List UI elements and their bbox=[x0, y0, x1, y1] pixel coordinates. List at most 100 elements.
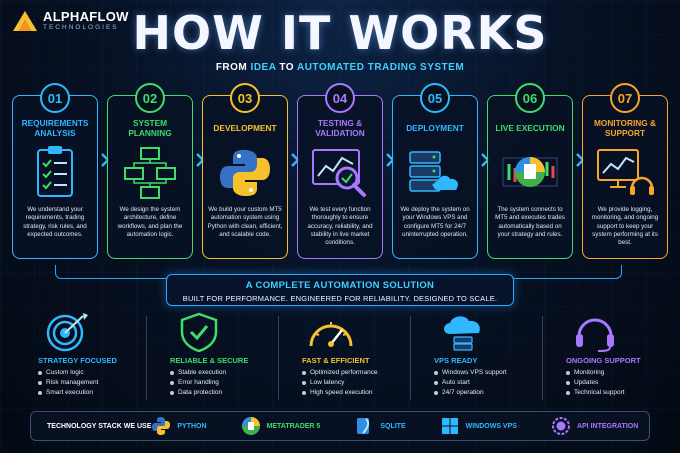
step-number: 06 bbox=[515, 83, 545, 113]
stack-item-label: WINDOWS VPS bbox=[465, 422, 517, 430]
feature-item: Data protection bbox=[170, 388, 226, 398]
feature-vps: VPS READY Windows VPS support Auto start… bbox=[416, 312, 536, 404]
divider bbox=[278, 316, 279, 400]
step-description: We test every function thoroughly to ens… bbox=[307, 206, 373, 247]
step-live-execution: 06 LIVE EXECUTION The system connects to… bbox=[487, 83, 573, 259]
process-steps: 01 REQUIREMENTS ANALYSIS We understand y… bbox=[12, 82, 668, 262]
feature-item: Updates bbox=[566, 378, 625, 388]
metatrader-icon bbox=[241, 417, 260, 435]
feature-strategy: STRATEGY FOCUSED Custom logic Risk manag… bbox=[20, 312, 140, 404]
brand-logo: ALPHAFLOW TECHNOLOGIES bbox=[12, 10, 129, 32]
banner-subtitle: BUILT FOR PERFORMANCE. ENGINEERED FOR RE… bbox=[182, 294, 498, 303]
page-subtitle: FROM IDEA TO AUTOMATED TRADING SYSTEM bbox=[0, 62, 680, 73]
chart-magnifier-icon bbox=[312, 149, 366, 197]
tech-stack-bar: TECHNOLOGY STACK WE USE PYTHON METATRADE… bbox=[30, 411, 650, 441]
step-number: 07 bbox=[610, 83, 640, 113]
step-title: TESTING & VALIDATION bbox=[315, 118, 365, 138]
brand-name: ALPHAFLOW bbox=[43, 9, 129, 25]
feature-item: High speed execution bbox=[302, 388, 378, 398]
subtitle-system: AUTOMATED TRADING SYSTEM bbox=[296, 62, 465, 73]
feature-title: STRATEGY FOCUSED bbox=[38, 356, 117, 365]
feature-item: Auto start bbox=[434, 378, 507, 388]
step-number: 03 bbox=[230, 83, 260, 113]
step-title: SYSTEM PLANNING bbox=[128, 118, 172, 138]
step-number: 02 bbox=[135, 83, 165, 113]
server-cloud-icon bbox=[409, 151, 459, 192]
step-description: We build your custom MT5 automation syst… bbox=[207, 206, 283, 239]
step-testing: 04 TESTING & VALIDATION We test every fu… bbox=[297, 83, 383, 259]
speedometer-icon bbox=[309, 322, 353, 347]
step-description: We deploy the system on your Windows VPS… bbox=[400, 206, 470, 239]
feature-item: Error handling bbox=[170, 378, 226, 388]
headset-icon bbox=[576, 318, 614, 352]
stack-item-api: API INTEGRATION bbox=[551, 416, 638, 436]
stack-item-label: SQLITE bbox=[380, 422, 406, 430]
clipboard-checklist-icon bbox=[37, 146, 73, 197]
step-development: 03 DEVELOPMENT We build your custom MT5 … bbox=[202, 83, 288, 259]
feature-title: ONGOING SUPPORT bbox=[566, 356, 641, 365]
stack-item-label: API INTEGRATION bbox=[576, 422, 639, 430]
stack-item-metatrader: METATRADER 5 bbox=[241, 416, 321, 436]
metatrader-icon bbox=[502, 157, 558, 187]
feature-item: Windows VPS support bbox=[434, 368, 507, 378]
windows-icon bbox=[441, 418, 458, 434]
stack-item-python: PYTHON bbox=[151, 416, 207, 436]
alphaflow-logo-icon bbox=[13, 11, 37, 31]
feature-list: STRATEGY FOCUSED Custom logic Risk manag… bbox=[20, 312, 660, 404]
feature-item: 24/7 operation bbox=[434, 388, 507, 398]
step-description: We provide logging, monitoring, and ongo… bbox=[591, 206, 659, 247]
solution-banner: A COMPLETE AUTOMATION SOLUTION BUILT FOR… bbox=[166, 274, 514, 306]
stack-item-label: PYTHON bbox=[177, 422, 207, 430]
step-monitoring: 07 MONITORING & SUPPORT We provide loggi… bbox=[582, 83, 668, 259]
feature-item: Low latency bbox=[302, 378, 378, 388]
divider bbox=[410, 316, 411, 400]
monitor-headset-icon bbox=[597, 149, 654, 195]
feature-item: Technical support bbox=[566, 388, 625, 398]
step-title: DEPLOYMENT bbox=[406, 123, 464, 134]
api-icon bbox=[551, 417, 570, 435]
step-number: 04 bbox=[325, 83, 355, 113]
sqlite-icon bbox=[357, 418, 370, 434]
shield-check-icon bbox=[180, 312, 218, 352]
step-number: 05 bbox=[420, 83, 450, 113]
step-title: LIVE EXECUTION bbox=[495, 123, 565, 134]
target-icon bbox=[46, 313, 88, 352]
python-logo-icon bbox=[220, 150, 270, 196]
python-icon bbox=[152, 417, 171, 435]
stack-item-sqlite: SQLITE bbox=[354, 416, 406, 436]
step-description: We understand your requirements, trading… bbox=[23, 206, 87, 239]
page-title: HOW IT WORKS bbox=[132, 6, 548, 60]
feature-title: FAST & EFFICIENT bbox=[302, 356, 370, 365]
tech-stack-label: TECHNOLOGY STACK WE USE bbox=[47, 422, 152, 430]
feature-item: Optimized performance bbox=[302, 368, 378, 378]
stack-item-windows: WINDOWS VPS bbox=[440, 416, 517, 436]
step-description: We design the system architecture, defin… bbox=[117, 206, 183, 239]
feature-item: Smart execution bbox=[38, 388, 98, 398]
banner-title: A COMPLETE AUTOMATION SOLUTION bbox=[245, 280, 435, 291]
divider bbox=[146, 316, 147, 400]
feature-title: VPS READY bbox=[434, 356, 478, 365]
step-planning: 02 SYSTEM PLANNING We design the system … bbox=[107, 83, 193, 259]
subtitle-idea: IDEA bbox=[250, 62, 277, 73]
feature-fast: FAST & EFFICIENT Optimized performance L… bbox=[284, 312, 404, 404]
step-title: MONITORING & SUPPORT bbox=[593, 118, 657, 138]
step-number: 01 bbox=[40, 83, 70, 113]
step-requirements: 01 REQUIREMENTS ANALYSIS We understand y… bbox=[12, 83, 98, 259]
brand-sub: TECHNOLOGIES bbox=[43, 24, 119, 32]
cloud-server-icon bbox=[444, 316, 480, 351]
feature-item: Custom logic bbox=[38, 368, 98, 378]
divider bbox=[542, 316, 543, 400]
subtitle-to: TO bbox=[276, 62, 297, 73]
step-description: The system connects to MT5 and executes … bbox=[495, 206, 565, 239]
stack-item-label: METATRADER 5 bbox=[266, 422, 321, 430]
subtitle-from: FROM bbox=[215, 62, 251, 73]
step-deployment: 05 DEPLOYMENT We deploy the system on yo… bbox=[392, 83, 478, 259]
feature-item: Stable execution bbox=[170, 368, 226, 378]
feature-item: Risk management bbox=[38, 378, 98, 388]
feature-support: ONGOING SUPPORT Monitoring Updates Techn… bbox=[548, 312, 668, 404]
feature-reliable: RELIABLE & SECURE Stable execution Error… bbox=[152, 312, 272, 404]
feature-item: Monitoring bbox=[566, 368, 625, 378]
feature-title: RELIABLE & SECURE bbox=[170, 356, 249, 365]
step-title: REQUIREMENTS ANALYSIS bbox=[21, 118, 89, 138]
flowchart-icon bbox=[124, 147, 176, 199]
